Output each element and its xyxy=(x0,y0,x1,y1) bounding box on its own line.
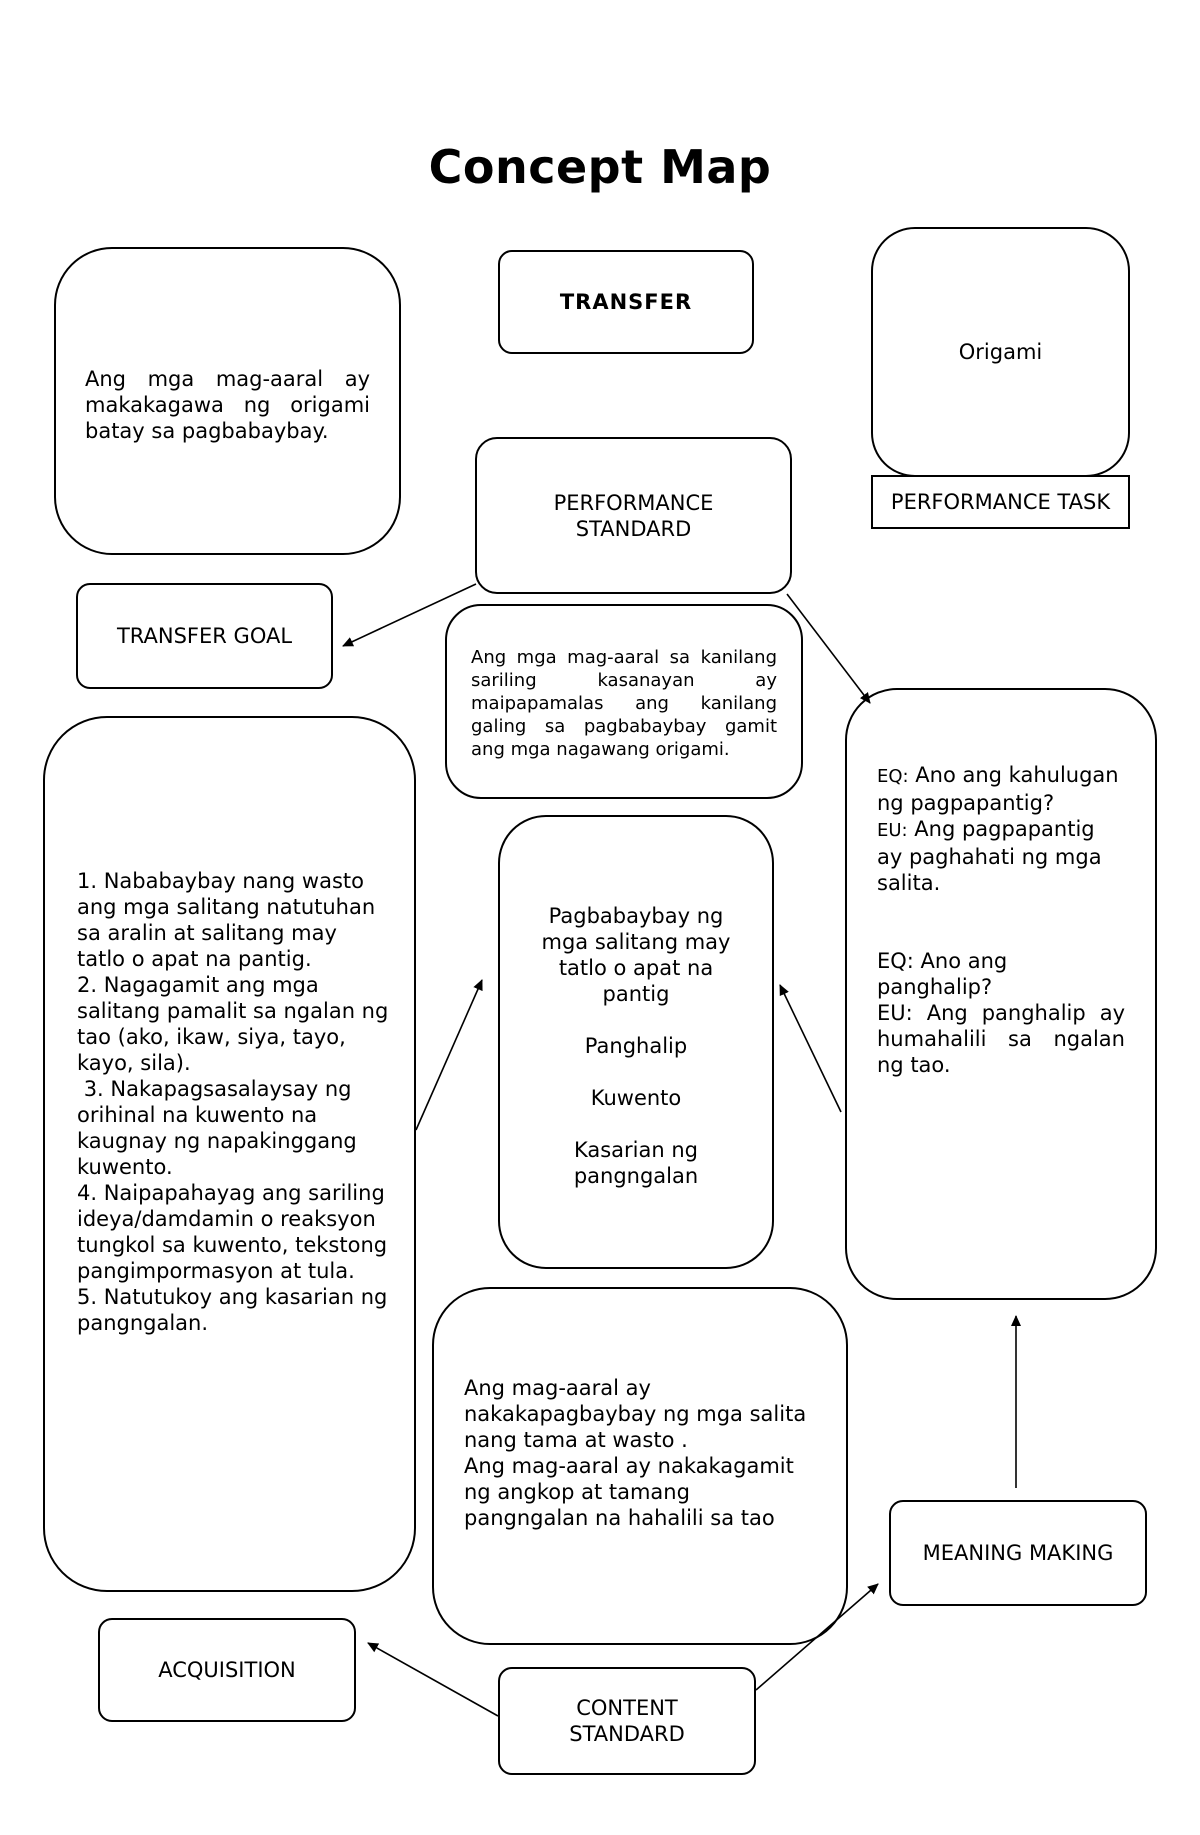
performance-task-box: Origami xyxy=(871,227,1130,477)
performance-standard-text-box: Ang mga mag-aaral sa kanilang sariling k… xyxy=(445,604,803,799)
acquisition-item-5: 5. Natutukoy ang kasarian ng pangngalan. xyxy=(77,1285,388,1335)
arrow-acquisition-to-topics xyxy=(415,979,483,1131)
eq1-text: Ano ang kahulugan ng pagpapantig? xyxy=(877,763,1119,815)
content-standard-text-2: Ang mag-aaral ay nakakagamit ng angkop a… xyxy=(464,1454,794,1530)
meaning-making-label-box: MEANING MAKING xyxy=(889,1500,1147,1606)
eq1-prefix: EQ: xyxy=(877,766,909,787)
performance-task-text: Origami xyxy=(958,340,1043,364)
eu1-prefix: EU: xyxy=(877,820,908,841)
performance-standard-text: Ang mga mag-aaral sa kanilang sariling k… xyxy=(471,647,777,760)
meaning-making-label: MEANING MAKING xyxy=(922,1541,1114,1565)
topic-item-3: Kuwento xyxy=(590,1086,682,1110)
topic-item-2: Panghalip xyxy=(584,1034,688,1058)
content-standard-label-box: CONTENT STANDARD xyxy=(498,1667,756,1775)
transfer-goal-text: Ang mga mag-aaral ay makakagawa ng origa… xyxy=(85,367,370,443)
eu2-text: EU: Ang panghalip ay humahalili sa ngala… xyxy=(877,1001,1125,1077)
performance-task-label-box: PERFORMANCE TASK xyxy=(871,475,1130,529)
transfer-goal-label-box: TRANSFER GOAL xyxy=(76,583,333,689)
performance-standard-label-box: PERFORMANCE STANDARD xyxy=(475,437,792,594)
performance-standard-label-line2: STANDARD xyxy=(575,516,692,541)
topic-item-1: Pagbabaybay ng mga salitang may tatlo o … xyxy=(541,904,731,1006)
transfer-goal-box: Ang mga mag-aaral ay makakagawa ng origa… xyxy=(54,247,401,555)
transfer-goal-label: TRANSFER GOAL xyxy=(116,624,293,648)
topic-item-4: Kasarian ng pangngalan xyxy=(573,1138,699,1188)
acquisition-item-3: 3. Nakapagsasalaysay ng orihinal na kuwe… xyxy=(77,1077,364,1179)
arrow-meaning-to-topics xyxy=(779,984,842,1113)
eq2-text: EQ: Ano ang panghalip? xyxy=(877,949,1008,999)
eq-eu-group-1: EQ: Ano ang kahulugan ng pagpapantig? EU… xyxy=(877,762,1125,896)
content-standard-label-line2: STANDARD xyxy=(569,1722,685,1746)
performance-task-label: PERFORMANCE TASK xyxy=(890,490,1111,514)
content-standard-label-line1: CONTENT xyxy=(576,1696,678,1720)
page-title: Concept Map xyxy=(428,140,772,194)
topics-box: Pagbabaybay ng mga salitang may tatlo o … xyxy=(498,815,774,1269)
content-standard-text-box: Ang mag-aaral ay nakakapagbaybay ng mga … xyxy=(432,1287,848,1645)
acquisition-list-box: 1. Nababaybay nang wasto ang mga salitan… xyxy=(43,716,416,1592)
arrow-content-to-acquisition xyxy=(367,1642,499,1717)
transfer-heading: TRANSFER xyxy=(559,290,693,314)
acquisition-item-1: 1. Nababaybay nang wasto ang mga salitan… xyxy=(77,869,376,971)
acquisition-label-box: ACQUISITION xyxy=(98,1618,356,1722)
content-standard-text-1: Ang mag-aaral ay nakakapagbaybay ng mga … xyxy=(464,1376,807,1452)
transfer-heading-box: TRANSFER xyxy=(498,250,754,354)
essential-questions-box: EQ: Ano ang kahulugan ng pagpapantig? EU… xyxy=(845,688,1157,1300)
eu1-text: Ang pagpapantig ay paghahati ng mga sali… xyxy=(877,817,1102,895)
acquisition-item-4: 4. Naipapahayag ang sariling ideya/damda… xyxy=(77,1181,388,1283)
performance-standard-label-line1: PERFORMANCE xyxy=(553,490,714,515)
acquisition-item-2: 2. Nagagamit ang mga salitang pamalit sa… xyxy=(77,973,389,1075)
acquisition-label: ACQUISITION xyxy=(158,1658,296,1682)
